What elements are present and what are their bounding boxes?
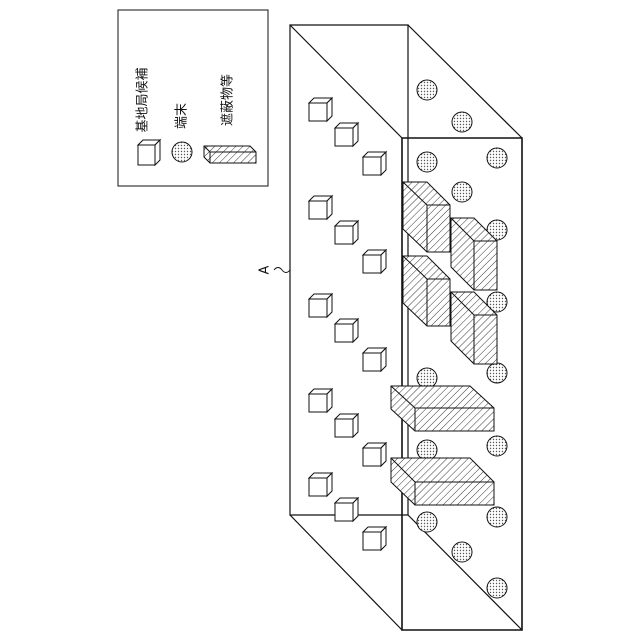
terminal [452,112,472,132]
terminal [417,80,437,100]
base-station-cube [363,152,386,175]
terminal [417,368,437,388]
terminal [417,152,437,172]
base-station-cube [309,294,332,317]
terminal-legend-icon [172,142,192,162]
box-back-face [290,25,408,515]
base-station-legend-label: 基地局候補 [136,67,151,132]
terminal [417,440,437,460]
obstacle [391,386,494,431]
obstacle-legend-icon [204,146,256,163]
obstacles [391,182,497,505]
region-leader-line [274,268,290,273]
base-station-cube [363,527,386,550]
base-station-cube [363,348,386,371]
base-station-cube [335,123,358,146]
obstacle [403,182,450,252]
base-station-cube [309,389,332,412]
base-station-cube [363,250,386,273]
legend: 基地局候補 端末 遮蔽物等 [118,10,268,186]
terminal [487,436,507,456]
base-station-cube [309,196,332,219]
base-station-candidates [309,98,386,550]
base-station-cube [309,473,332,496]
base-station-cube [335,319,358,342]
base-station-cube [335,498,358,521]
base-station-legend-icon [138,140,160,165]
base-station-cube [335,414,358,437]
terminal [487,148,507,168]
base-station-cube [335,221,358,244]
terminal [487,578,507,598]
box-edge-top-left [290,25,402,138]
region-label-text: A [258,265,273,274]
terminal [487,507,507,527]
terminal [452,182,472,202]
terminal [417,512,437,532]
obstacle [391,458,494,505]
obstacle [403,256,450,326]
terminal-legend-label: 端末 [175,103,190,129]
base-station-cube [309,98,332,121]
terminal [452,542,472,562]
region-label: A [258,265,291,274]
obstacle-legend-label: 遮蔽物等 [220,74,236,126]
base-station-cube [363,443,386,466]
terminal [487,363,507,383]
